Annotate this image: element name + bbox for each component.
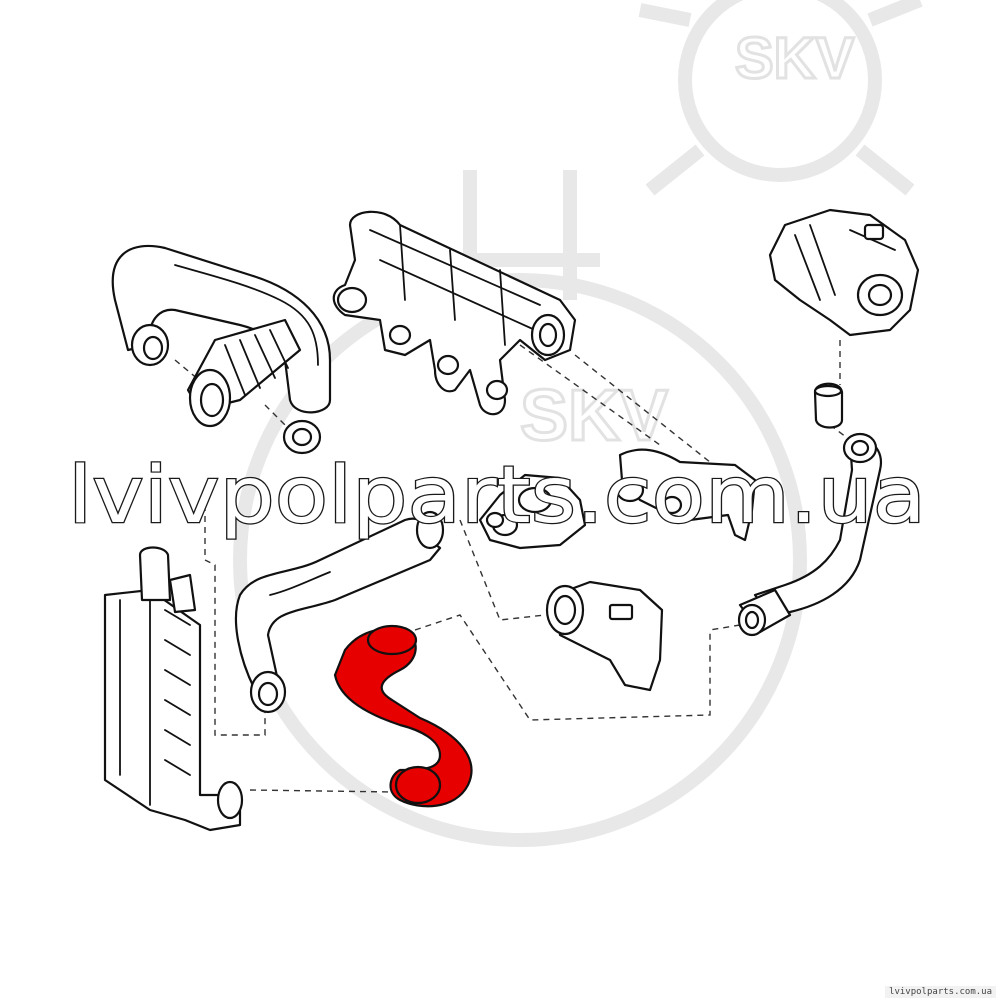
thermostat-housing <box>545 580 664 692</box>
leader-lines <box>174 340 851 793</box>
intake-manifold <box>332 210 577 416</box>
throttle-body <box>768 208 920 337</box>
watermark-site-text: lvivpolparts.com.ua <box>68 451 926 541</box>
watermark-center-text: SKV <box>520 376 668 456</box>
upper-intercooler-hose <box>234 510 445 714</box>
right-charge-pipe <box>737 432 883 637</box>
footer-url-badge: lvivpolparts.com.ua <box>885 986 996 998</box>
watermark-logo-text: SKV <box>735 26 855 91</box>
sealing-ring <box>282 419 322 455</box>
lower-intercooler-hose <box>333 624 473 808</box>
intercooler <box>103 546 244 832</box>
sleeve-connector <box>813 382 844 429</box>
egr-valve <box>478 473 587 550</box>
egr-pipe <box>615 448 757 542</box>
air-intake-hose-assembly <box>111 244 332 428</box>
watermark-gear-logo: SKV SKV <box>233 0 923 847</box>
